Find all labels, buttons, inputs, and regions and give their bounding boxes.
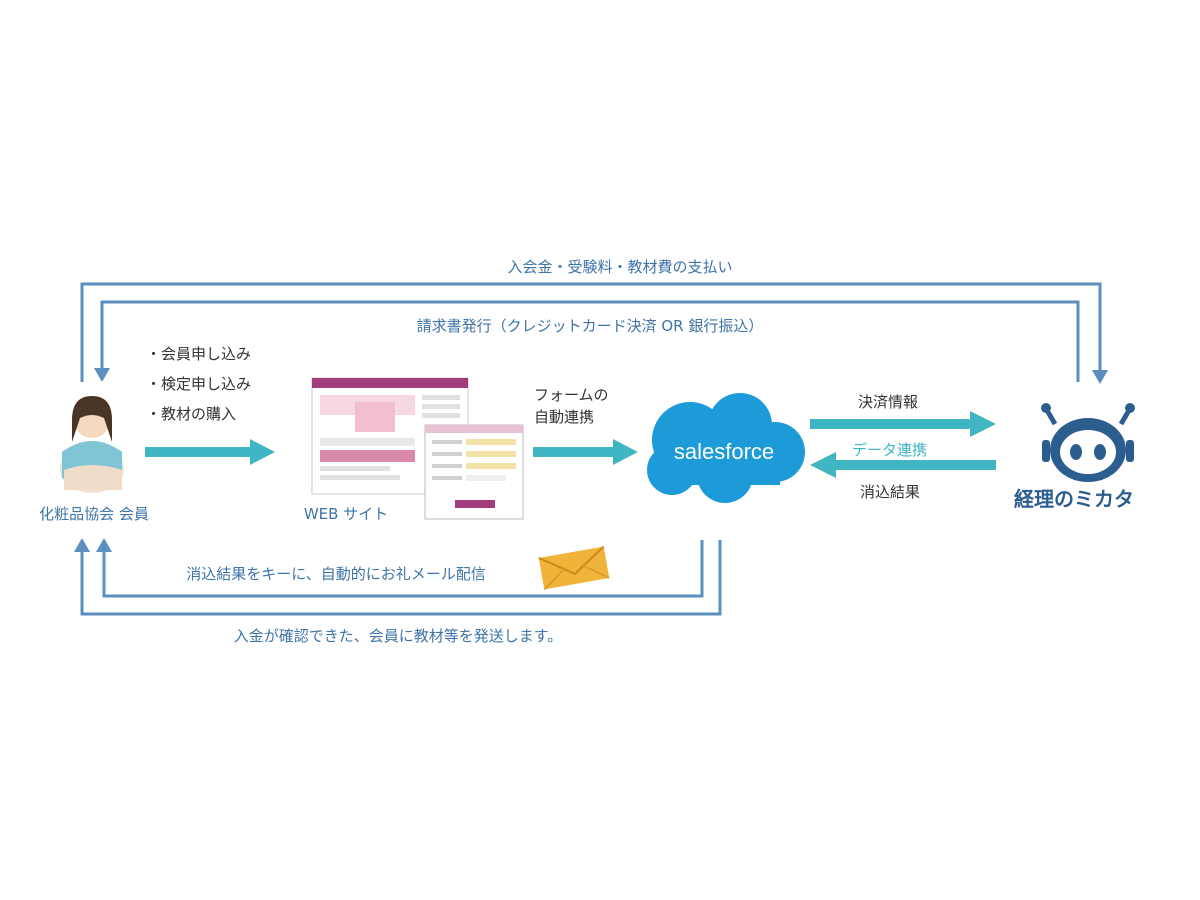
thank-you-mail-arrow-head bbox=[96, 538, 112, 552]
person-icon bbox=[60, 396, 124, 493]
invoice-arrow-head bbox=[94, 368, 110, 382]
ship-materials-line bbox=[80, 540, 722, 616]
member-action-1: ・会員申し込み bbox=[146, 345, 251, 363]
member-action-2: ・検定申し込み bbox=[146, 375, 251, 393]
payment-label: 入会金・受験料・教材費の支払い bbox=[507, 258, 732, 276]
robot-headset-icon bbox=[1041, 403, 1135, 482]
website-to-salesforce-arrow bbox=[533, 439, 638, 465]
salesforce-cloud-icon bbox=[647, 393, 805, 503]
salesforce-label: salesforce bbox=[674, 439, 774, 464]
logo-label: 経理のミカタ bbox=[1014, 487, 1134, 511]
form-link-label-1: フォームの bbox=[534, 386, 609, 404]
member-action-3: ・教材の購入 bbox=[146, 405, 236, 423]
logo-to-salesforce-arrow bbox=[810, 452, 996, 478]
thank-you-mail-label: 消込結果をキーに、自動的にお礼メール配信 bbox=[186, 565, 486, 583]
website-screenshot-icon bbox=[311, 377, 524, 520]
reconcile-result-label: 消込結果 bbox=[860, 483, 920, 501]
data-link-label: データ連携 bbox=[852, 441, 927, 459]
salesforce-to-logo-arrow bbox=[810, 411, 996, 437]
ship-materials-label: 入金が確認できた、会員に教材等を発送します。 bbox=[234, 627, 563, 645]
ship-materials-arrow-head bbox=[74, 538, 90, 552]
envelope-icon bbox=[538, 545, 610, 591]
payment-loop-line bbox=[80, 282, 1102, 382]
form-link-label-2: 自動連携 bbox=[534, 408, 594, 426]
invoice-loop-line bbox=[100, 300, 1080, 382]
invoice-label: 請求書発行（クレジットカード決済 OR 銀行振込） bbox=[417, 317, 764, 335]
member-label: 化粧品協会 会員 bbox=[39, 505, 149, 523]
member-to-website-arrow bbox=[145, 439, 275, 465]
payment-info-label: 決済情報 bbox=[858, 393, 918, 411]
payment-arrow-head bbox=[1092, 370, 1108, 384]
website-label: WEB サイト bbox=[304, 505, 388, 523]
thank-you-mail-line bbox=[102, 540, 704, 598]
